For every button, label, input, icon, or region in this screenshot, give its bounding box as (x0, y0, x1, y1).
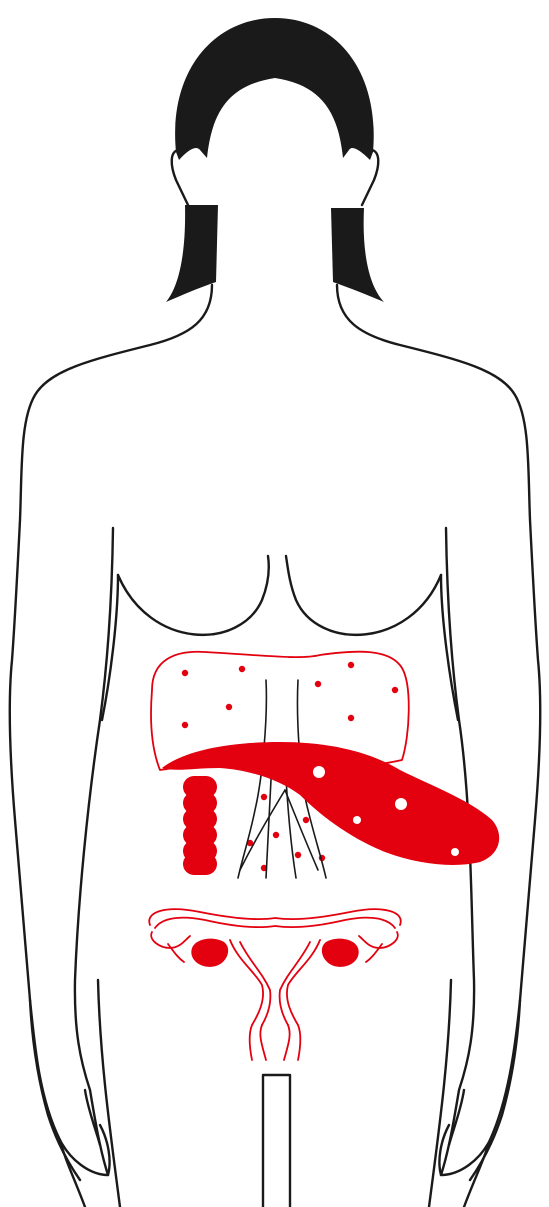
hair (175, 18, 374, 160)
left-arm-inner (75, 528, 113, 1175)
right-breast (286, 556, 441, 635)
small-intestine (183, 776, 217, 875)
pancreas-spot (313, 766, 325, 778)
leg-gap (263, 1075, 290, 1207)
diagonal-left (240, 790, 285, 870)
stomach-dot (239, 666, 245, 672)
stomach-dot (348, 662, 354, 668)
stomach-dot (261, 794, 267, 800)
stomach-dot (295, 852, 301, 858)
left-breast (118, 556, 269, 635)
stomach-dot (182, 670, 188, 676)
left-hand (30, 1000, 110, 1180)
hair-left-strand (166, 205, 218, 302)
uterus-and-ovaries (149, 909, 401, 1060)
body-outline (10, 285, 212, 1207)
body-outline-right (337, 285, 540, 1207)
hair-right-strand (331, 208, 384, 302)
stomach-dot (226, 704, 232, 710)
stomach-dot (303, 817, 309, 823)
stomach-dot (315, 681, 321, 687)
stomach-dot (348, 715, 354, 721)
stomach-dot (182, 722, 188, 728)
pancreas-spot (451, 848, 459, 856)
stomach-dot (273, 832, 279, 838)
pancreas-spot (353, 816, 361, 824)
right-hand (439, 1000, 520, 1180)
stomach-dot (392, 687, 398, 693)
pancreas-spot (395, 798, 407, 810)
